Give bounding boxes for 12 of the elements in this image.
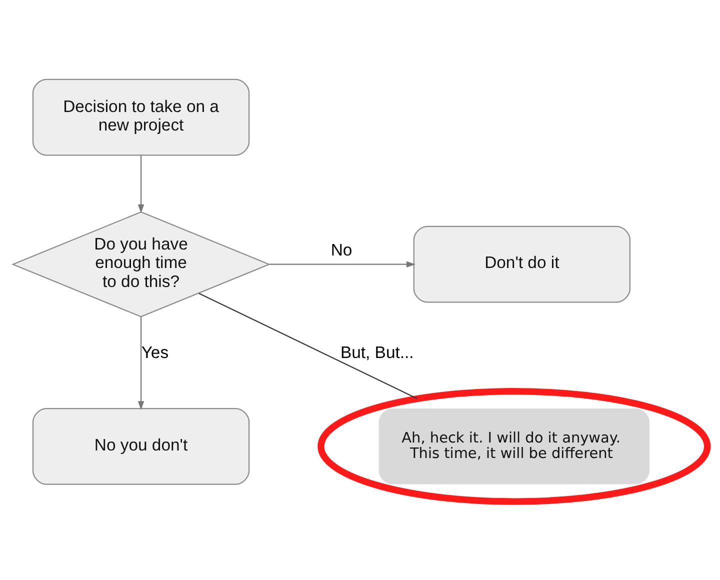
edge-label: But, But...: [340, 342, 414, 362]
node-ellipse: Ah, heck it. I will do it anyway. This time, it will be different: [318, 387, 711, 504]
connector: [198, 292, 418, 399]
arrow: [138, 316, 144, 410]
node-diamond: Do you have enough time to do this?: [11, 210, 271, 317]
node-box: Decision to take on a new project: [32, 78, 250, 156]
arrow: [269, 260, 416, 267]
edge-label: No: [330, 240, 352, 259]
node-box: Don't do it: [413, 225, 630, 302]
edge-label: Yes: [141, 342, 169, 362]
node-box: No you don't: [32, 408, 250, 484]
arrow: [138, 154, 144, 213]
